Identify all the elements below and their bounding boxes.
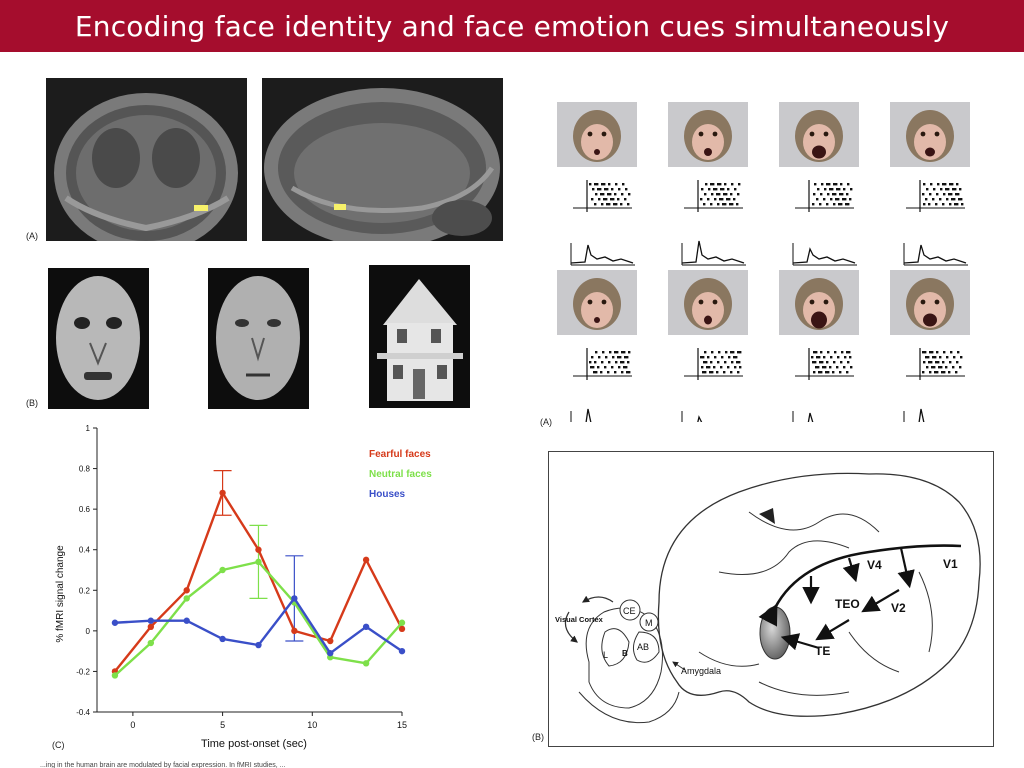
psth-curve: [918, 408, 925, 422]
brain-label-v4: V4: [867, 558, 882, 572]
chart-data-point: [398, 619, 406, 626]
chart-legend-entry: Fearful faces: [369, 449, 431, 460]
chart-legend-entry: Houses: [369, 489, 406, 500]
chart-panel-label: (C): [52, 740, 65, 750]
brain-label-v2: V2: [891, 601, 906, 615]
chart-y-tick-label: 0: [86, 627, 91, 636]
chart-data-point: [219, 635, 226, 643]
neutral-face-image: [208, 268, 309, 409]
footer-caption: ...ing in the human brain are modulated …: [40, 762, 286, 768]
mri-coronal-image: [46, 78, 247, 241]
chart-x-tick-label: 10: [307, 720, 317, 730]
chart-data-point: [219, 566, 226, 574]
chart-data-point: [327, 649, 334, 657]
chart-x-tick-label: 15: [397, 720, 407, 730]
monkey-face-panel: [779, 270, 859, 422]
psth-curve: [585, 408, 592, 422]
monkey-face-panel: [557, 270, 637, 422]
chart-x-tick-label: 5: [220, 720, 225, 730]
monkey-face-panel: [668, 270, 748, 422]
brain-label-l: L: [603, 650, 608, 660]
chart-data-point: [111, 672, 119, 679]
chart-data-point: [183, 595, 190, 602]
chart-x-axis-label: Time post-onset (sec): [201, 738, 307, 750]
brain-label-v1: V1: [943, 557, 958, 571]
monkey-face-panel: [890, 102, 970, 266]
brain-diagram: V1 V2 V4 TEO TE CE M AB L B Visual Corte…: [548, 451, 994, 747]
chart-data-point: [291, 595, 298, 602]
chart-y-tick-label: 0.4: [79, 546, 91, 555]
chart-data-point: [255, 558, 262, 566]
monkey-face-panel: [890, 270, 970, 422]
chart-data-point: [398, 647, 406, 655]
brain-label-amygdala: Amygdala: [681, 666, 721, 676]
chart-y-tick-label: -0.4: [76, 708, 90, 717]
brain-label-teo: TEO: [835, 597, 860, 611]
slide-title: Encoding face identity and face emotion …: [74, 9, 950, 43]
chart-data-point: [362, 556, 370, 564]
chart-data-point: [291, 627, 298, 635]
chart-data-point: [183, 617, 190, 624]
chart-data-point: [147, 617, 155, 624]
mri-panel-label: (A): [26, 231, 38, 241]
chart-y-tick-label: 1: [86, 424, 91, 433]
brain-label-ab: AB: [637, 642, 649, 652]
psth-curve: [903, 244, 967, 264]
monkey-panel-label: (A): [540, 417, 552, 427]
chart-y-tick-label: 0.2: [79, 586, 91, 595]
monkey-response-grid: [557, 102, 970, 422]
monkey-face-panel: [779, 102, 859, 266]
psth-curve: [570, 244, 634, 264]
chart-data-point: [362, 623, 370, 630]
chart-y-axis-label: % fMRI signal change: [55, 545, 66, 643]
brain-label-visual-cortex: Visual Cortex: [555, 615, 604, 624]
monkey-face-panel: [557, 102, 637, 266]
chart-data-point: [398, 625, 406, 633]
title-bar: Encoding face identity and face emotion …: [0, 0, 1024, 52]
brain-label-ce: CE: [623, 606, 636, 616]
chart-data-point: [219, 489, 226, 497]
monkey-face-panel: [668, 102, 748, 266]
faces-panel-label: (B): [26, 398, 38, 408]
fearful-face-image: [48, 268, 149, 409]
chart-y-tick-label: 0.6: [79, 505, 91, 514]
chart-legend-entry: Neutral faces: [369, 469, 432, 480]
brain-panel-label: (B): [532, 732, 544, 742]
chart-data-point: [327, 637, 334, 645]
psth-curve: [792, 247, 856, 264]
psth-curve: [807, 412, 814, 422]
chart-data-point: [362, 660, 370, 667]
brain-label-m: M: [645, 618, 653, 628]
chart-y-tick-label: 0.8: [79, 465, 91, 474]
brain-label-b: B: [622, 649, 628, 658]
chart-data-point: [255, 546, 262, 553]
psth-curve: [697, 415, 703, 422]
chart-data-point: [147, 639, 155, 647]
brain-label-te: TE: [815, 644, 830, 658]
house-image: [369, 265, 470, 408]
chart-data-point: [111, 619, 119, 626]
chart-data-point: [183, 587, 190, 594]
psth-curve: [681, 240, 745, 264]
chart-data-point: [147, 623, 155, 630]
mri-sagittal-image: [262, 78, 503, 241]
chart-y-tick-label: -0.2: [76, 667, 90, 676]
chart-x-tick-label: 0: [130, 720, 135, 730]
chart-data-point: [255, 641, 262, 649]
